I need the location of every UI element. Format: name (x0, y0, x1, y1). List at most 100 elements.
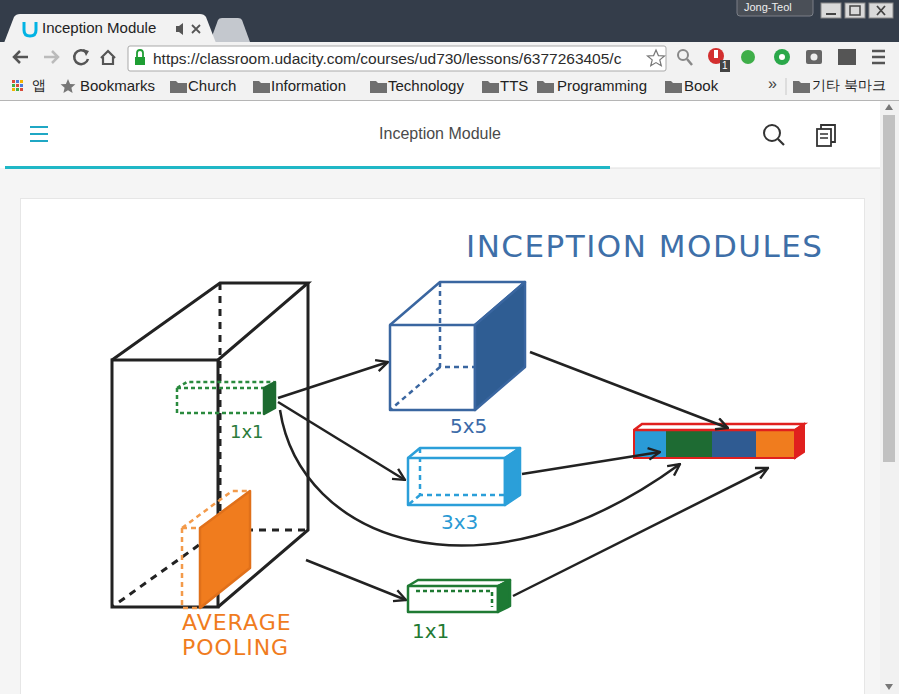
drawn-part (678, 50, 688, 60)
shape-stroke (264, 382, 275, 414)
shape-stroke (416, 591, 492, 607)
window-frame (0, 0, 899, 44)
node-label: https://classroom.udacity.com/courses/ud… (153, 50, 621, 68)
drawn-part (712, 430, 756, 458)
drawn-part (137, 50, 143, 57)
drawn-part (764, 125, 780, 141)
drawn-part (786, 78, 787, 95)
block-label: AVERAGE POOLING (182, 610, 304, 661)
conv-5x5-block: 5x5 (388, 280, 528, 440)
drawn-part (648, 50, 665, 66)
drawn-part (16, 84, 19, 87)
merge-arrows (280, 352, 768, 596)
node-label: Inception Module (42, 19, 156, 36)
drawn-part (4, 14, 216, 43)
bookmark-folder: Technology (388, 77, 464, 94)
shape-stroke (408, 448, 520, 505)
drawn-part (779, 54, 785, 60)
drawn-part (793, 81, 810, 93)
drawn-part (838, 49, 856, 65)
shape-stroke (498, 580, 510, 612)
drawn-part (869, 3, 893, 18)
drawn-part (112, 283, 308, 607)
shape-stroke (505, 448, 520, 505)
bookmark-item: 앱 (32, 77, 46, 93)
shape-stroke (408, 458, 505, 505)
drawn-part (634, 430, 795, 458)
node-shape (178, 488, 254, 610)
drawn-part (482, 81, 499, 93)
bookmark-item: Bookmarks (80, 77, 155, 94)
drawn-part (210, 18, 250, 42)
drawn-part (522, 452, 660, 474)
node-shape (406, 578, 512, 614)
drawn-part (0, 73, 899, 101)
drawn-part (0, 0, 899, 44)
address-bar: https://classroom.udacity.com/courses/ud… (128, 46, 666, 71)
shape-stroke (390, 282, 525, 410)
drawn-part (880, 101, 899, 694)
drawn-part (20, 84, 23, 87)
drawn-part (872, 51, 885, 63)
bookmark-folder: Programming (557, 77, 647, 94)
node-shape (405, 445, 523, 507)
node-shape (174, 380, 278, 416)
toolbar (0, 42, 899, 101)
shape-stroke (182, 491, 250, 608)
bookmark-icons (12, 78, 810, 95)
drawn-part (811, 54, 818, 61)
drawn-part (883, 115, 895, 462)
drawn-part (720, 60, 730, 72)
drawn-part (12, 84, 15, 87)
drawn-part (192, 25, 200, 33)
diagram-title: INCEPTION MODULES (466, 229, 824, 265)
average-pooling-slice: AVERAGE POOLING (178, 488, 306, 663)
drawn-part (30, 127, 48, 141)
drawn-part (666, 430, 712, 458)
drawn-part (280, 410, 680, 546)
drawn-part (12, 80, 15, 83)
drawn-part (14, 51, 28, 63)
drawn-part (101, 51, 115, 64)
shape-stroke (390, 325, 475, 410)
drawn-part (24, 22, 36, 36)
drawn-part (845, 3, 865, 18)
drawn-part (821, 125, 835, 142)
drawn-part (877, 6, 885, 15)
drawn-part (128, 46, 666, 71)
drawn-part (61, 79, 76, 93)
drawn-part (826, 13, 836, 15)
shape-stroke (408, 586, 498, 612)
shape-stroke (408, 580, 510, 586)
drawn-part (5, 166, 610, 169)
drawn-part (370, 81, 387, 93)
drawn-part (850, 6, 860, 15)
drawn-part (16, 88, 19, 91)
conv-3x3-block: 3x3 (405, 445, 523, 536)
page-ground (0, 101, 899, 694)
drawn-part (530, 352, 728, 428)
drawn-part (44, 51, 58, 63)
block-label: 1x1 (230, 422, 264, 443)
drawn-part (714, 50, 718, 58)
bookmark-folder: Information (271, 77, 346, 94)
browser-tab: Inception Module (40, 16, 172, 40)
page-header-bar: Inception Module (0, 101, 880, 167)
patch-1x1-slice: 1x1 (174, 380, 278, 445)
drawn-part (756, 430, 795, 458)
drawn-part (135, 57, 145, 65)
extension-badge: 1 (722, 60, 728, 72)
bookmark-folder: TTS (500, 77, 528, 94)
drawn-part (885, 684, 893, 690)
drawn-part (176, 23, 183, 35)
node-label: Inception Module (379, 125, 501, 143)
flow-arrow (278, 402, 405, 480)
drawn-part (12, 88, 15, 91)
drawn-part (610, 168, 880, 169)
drawn-part (83, 49, 89, 56)
drawn-part (778, 139, 784, 145)
bookmark-folder: Book (684, 77, 718, 94)
window-user-name: Jong-Teol (744, 1, 792, 14)
